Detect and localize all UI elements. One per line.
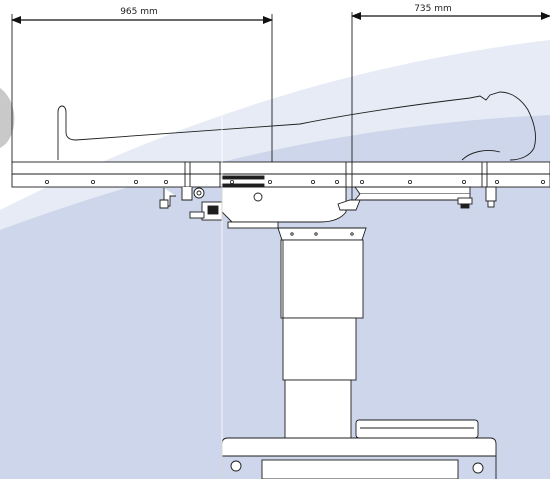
table-base: [221, 419, 497, 479]
table-underside: [159, 186, 497, 229]
table-top: [11, 161, 550, 200]
dimension-guides: [11, 12, 353, 162]
dimension-label-965: 965 mm: [120, 7, 158, 17]
patient-outline: [57, 91, 537, 161]
dimension-label-735: 735 mm: [414, 4, 452, 14]
table-column: [277, 227, 367, 439]
dimension-arrows: [11, 12, 550, 24]
table-rail-screws: [45, 179, 546, 184]
